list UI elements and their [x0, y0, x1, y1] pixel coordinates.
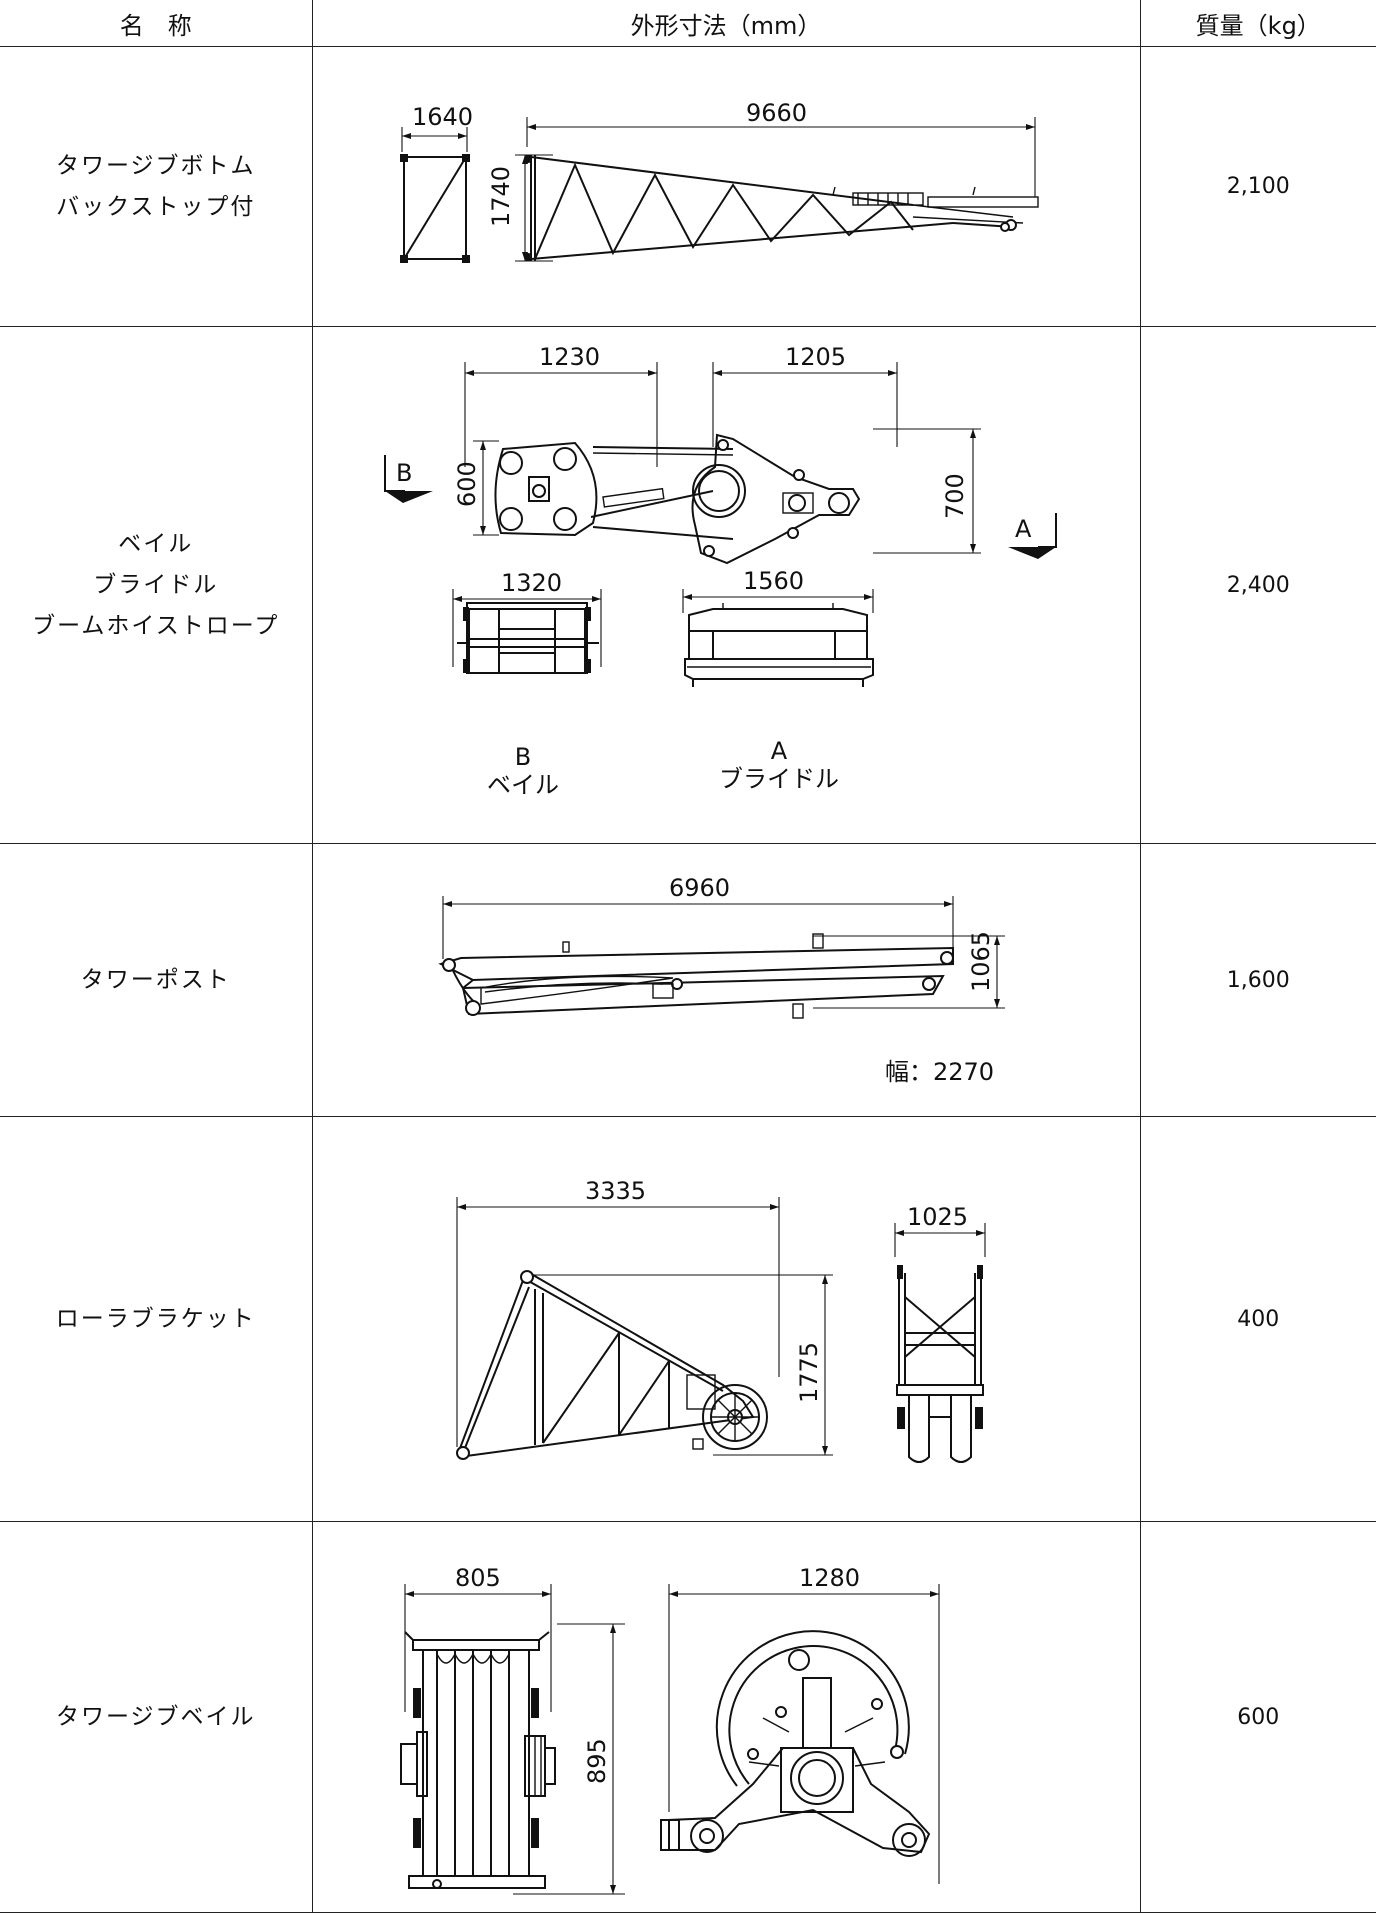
dimension-figure: 805 895 — [311, 1521, 1141, 1913]
header-dimensions: 外形寸法（mm） — [311, 0, 1141, 47]
dim-label: 805 — [455, 1564, 501, 1592]
dim-label: 700 — [941, 473, 969, 519]
dimension-figure: 6960 1065 — [311, 843, 1141, 1117]
dim-label: 1560 — [743, 567, 804, 595]
component-name: タワーポスト — [0, 843, 313, 1117]
dim-label: 9660 — [746, 99, 807, 127]
component-name: タワージブベイル — [0, 1521, 313, 1913]
table-row: ベイル ブライドル ブームホイストロープ 1230 1205 600 — [0, 326, 1376, 844]
dim-label: 1640 — [412, 103, 473, 131]
component-name: ベイル ブライドル ブームホイストロープ — [0, 326, 313, 844]
dim-label: 1025 — [907, 1203, 968, 1231]
name-line: ローラブラケット — [55, 1305, 256, 1332]
view-label: A — [1015, 515, 1032, 543]
dim-label: 6960 — [669, 874, 730, 902]
dim-label: 600 — [453, 461, 481, 507]
name-line: ブームホイストロープ — [32, 612, 280, 639]
table-row: ローラブラケット 3335 1775 — [0, 1116, 1376, 1522]
view-caption-letter: B — [514, 743, 530, 771]
component-name: タワージブボトム バックストップ付 — [0, 46, 313, 327]
dim-label: 1230 — [539, 343, 600, 371]
dimension-figure: 3335 1775 — [311, 1116, 1141, 1522]
dim-label: 1065 — [967, 931, 995, 992]
component-name: ローラブラケット — [0, 1116, 313, 1522]
name-line: タワーポスト — [80, 966, 231, 993]
component-mass: 1,600 — [1139, 843, 1376, 1117]
name-line: タワージブボトム — [55, 152, 256, 179]
tower-jib-bottom-drawing: 1640 1740 9660 — [399, 99, 1039, 263]
view-label: B — [396, 459, 412, 487]
dim-label: 895 — [583, 1738, 611, 1784]
component-mass: 600 — [1139, 1521, 1376, 1913]
dim-label: 3335 — [585, 1177, 646, 1205]
tower-post-drawing: 6960 1065 — [437, 874, 1005, 1086]
view-caption-name: ベイル — [487, 771, 559, 799]
component-mass: 400 — [1139, 1116, 1376, 1522]
header-mass: 質量（kg） — [1139, 0, 1376, 47]
component-mass: 2,100 — [1139, 46, 1376, 327]
table-row: タワーポスト 6960 1065 — [0, 843, 1376, 1117]
name-line: ベイル — [118, 530, 194, 557]
name-line: バックストップ付 — [56, 193, 256, 220]
dim-label: 1775 — [795, 1342, 823, 1403]
dim-label: 1740 — [487, 166, 515, 227]
view-caption-name: ブライドル — [719, 765, 839, 793]
roller-bracket-drawing: 3335 1775 — [455, 1177, 986, 1463]
header-name: 名 称 — [0, 0, 313, 47]
name-line: タワージブベイル — [55, 1703, 256, 1730]
name-line: ブライドル — [93, 571, 219, 598]
table-row: タワージブベイル 805 895 — [0, 1521, 1376, 1913]
component-mass: 2,400 — [1139, 326, 1376, 844]
dimension-figure: 1230 1205 600 700 — [311, 326, 1141, 844]
table-header-row: 名 称 外形寸法（mm） 質量（kg） — [0, 0, 1376, 47]
dim-label: 1320 — [501, 569, 562, 597]
view-caption-letter: A — [770, 737, 787, 765]
dimension-figure: 1640 1740 9660 — [311, 46, 1141, 327]
dim-label: 1280 — [799, 1564, 860, 1592]
table-row: タワージブボトム バックストップ付 1640 1740 — [0, 46, 1376, 327]
dim-label: 1205 — [785, 343, 846, 371]
width-note: 幅：2270 — [885, 1058, 994, 1086]
bail-bridle-drawing: 1230 1205 600 700 — [383, 343, 1057, 799]
tower-jib-bail-drawing: 805 895 — [399, 1564, 940, 1895]
